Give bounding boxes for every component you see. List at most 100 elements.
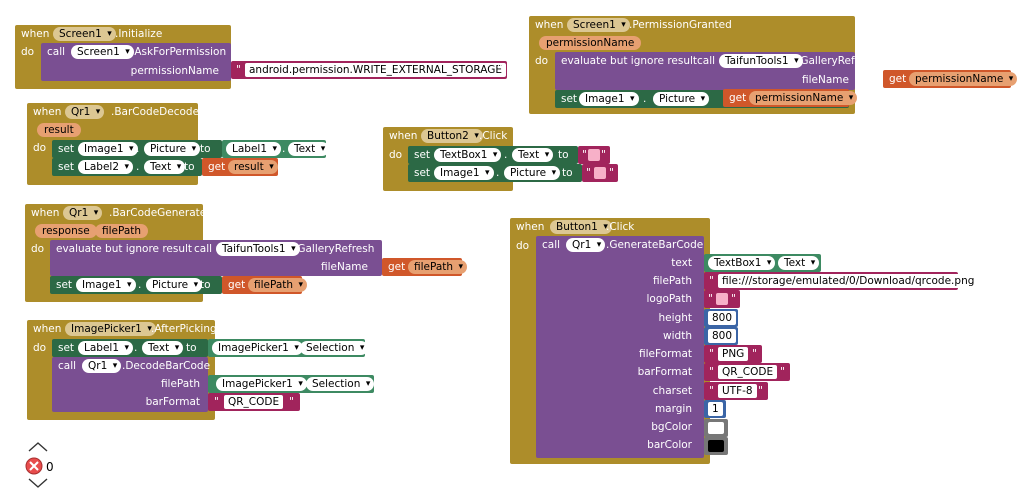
set-text-block[interactable]: set Label1 . Text to — [52, 339, 208, 357]
get-filepath-block[interactable]: get filePath — [222, 276, 308, 294]
event-name: .Click — [479, 130, 508, 142]
set-text-block[interactable]: set Label2 . Text to — [52, 158, 202, 176]
screen-initialize-event-block[interactable]: when Screen1 .Initialize do call Screen1… — [15, 25, 231, 89]
property-dropdown[interactable]: Selection — [300, 341, 369, 355]
label1-text-getter-block[interactable]: Label1 . Text — [222, 140, 330, 158]
number-value[interactable]: 1 — [708, 402, 723, 416]
component-dropdown[interactable]: Qr1 — [82, 359, 122, 373]
component-dropdown[interactable]: Qr1 — [65, 105, 105, 119]
property-dropdown[interactable]: Text — [288, 142, 330, 156]
component-dropdown[interactable]: Screen1 — [71, 45, 134, 59]
parameter-pill[interactable]: result — [37, 123, 81, 137]
generate-barcode-call-block[interactable]: call Qr1 .GenerateBarCode text filePath … — [536, 236, 704, 458]
image-picker-selection-getter-block[interactable]: ImagePicker1 . Selection — [208, 375, 375, 393]
bg-color-block[interactable] — [704, 419, 728, 437]
qr-code-string-block[interactable]: " QR_CODE " — [208, 393, 300, 411]
parameter-pill[interactable]: filePath — [95, 224, 149, 238]
component-dropdown[interactable]: ImagePicker1 — [212, 341, 303, 355]
property-dropdown[interactable]: Picture — [504, 166, 561, 180]
component-dropdown[interactable]: ImagePicker1 — [65, 322, 156, 336]
component-dropdown[interactable]: TaifunTools1 — [719, 54, 803, 68]
next-warning-icon[interactable] — [27, 477, 49, 489]
component-dropdown[interactable]: Button2 — [421, 129, 483, 143]
component-dropdown[interactable]: Label2 — [78, 160, 134, 174]
property-dropdown[interactable]: Picture — [144, 142, 201, 156]
empty-string-value[interactable] — [594, 167, 606, 179]
component-dropdown[interactable]: Screen1 — [567, 18, 630, 32]
set-picture-block[interactable]: set Image1 . Picture to — [50, 276, 222, 294]
number-value[interactable]: 800 — [708, 311, 737, 325]
get-permission-name-block[interactable]: get permissionName — [723, 89, 858, 107]
gallery-refresh-call-block[interactable]: evaluate but ignore result call TaifunTo… — [555, 52, 877, 90]
ask-permission-call-block[interactable]: call Screen1 .AskForPermission permissio… — [41, 43, 231, 81]
parameter-pill[interactable]: permissionName — [539, 36, 642, 50]
empty-string-block[interactable]: " " — [582, 164, 618, 182]
width-number-block[interactable]: 800 — [704, 327, 738, 345]
component-dropdown[interactable]: Screen1 — [53, 27, 116, 41]
event-name: .Initialize — [115, 28, 163, 40]
variable-dropdown[interactable]: result — [228, 160, 278, 174]
property-dropdown[interactable]: Picture — [146, 278, 203, 292]
get-permission-name-block[interactable]: get permissionName — [883, 70, 1018, 88]
property-dropdown[interactable]: Selection — [306, 377, 375, 391]
property-dropdown[interactable]: Text — [144, 160, 186, 174]
set-picture-block[interactable]: set Image1 . Picture to — [408, 164, 582, 182]
component-dropdown[interactable]: Image1 — [78, 142, 138, 156]
set-text-block[interactable]: set TextBox1 . Text to — [408, 146, 578, 164]
color-swatch[interactable] — [708, 440, 724, 452]
variable-dropdown[interactable]: filePath — [408, 260, 468, 274]
empty-string-value[interactable] — [716, 293, 728, 305]
string-value[interactable]: PNG — [718, 347, 749, 361]
param-label: barFormat — [145, 396, 200, 408]
string-value[interactable]: file:///storage/emulated/0/Download/qrco… — [718, 274, 979, 288]
method-name: .GalleryRefresh — [797, 55, 878, 67]
variable-dropdown[interactable]: permissionName — [909, 72, 1018, 86]
string-value[interactable]: QR_CODE — [718, 365, 778, 379]
margin-number-block[interactable]: 1 — [704, 400, 726, 418]
component-dropdown[interactable]: ImagePicker1 — [216, 377, 307, 391]
height-number-block[interactable]: 800 — [704, 309, 738, 327]
component-dropdown[interactable]: Button1 — [550, 220, 612, 234]
filepath-string-block[interactable]: " file:///storage/emulated/0/Download/qr… — [704, 272, 979, 290]
previous-warning-icon[interactable] — [27, 441, 49, 453]
property-dropdown[interactable]: Text — [512, 148, 554, 162]
component-dropdown[interactable]: TextBox1 — [434, 148, 502, 162]
parameter-pill[interactable]: response — [35, 224, 97, 238]
permission-granted-event-block[interactable]: when Screen1 .PermissionGranted permissi… — [529, 16, 877, 114]
logopath-empty-string-block[interactable]: " " — [704, 290, 740, 308]
color-swatch[interactable] — [708, 422, 724, 434]
string-value[interactable]: QR_CODE — [224, 395, 284, 409]
component-dropdown[interactable]: Image1 — [434, 166, 494, 180]
image-picker-selection-getter-block[interactable]: ImagePicker1 . Selection — [208, 339, 369, 357]
string-value[interactable]: UTF-8 — [718, 384, 757, 398]
empty-string-value[interactable] — [588, 149, 600, 161]
component-dropdown[interactable]: Image1 — [76, 278, 136, 292]
bar-format-string-block[interactable]: " QR_CODE " — [704, 363, 790, 381]
decode-barcode-call-block[interactable]: call Qr1 .DecodeBarCode filePath barForm… — [52, 357, 210, 412]
bar-color-block[interactable] — [704, 437, 728, 455]
do-keyword: do — [21, 46, 35, 58]
component-dropdown[interactable]: Label1 — [78, 341, 134, 355]
property-dropdown[interactable]: Picture — [653, 92, 710, 106]
component-dropdown[interactable]: Image1 — [579, 92, 639, 106]
charset-string-block[interactable]: " UTF-8 " — [704, 382, 768, 400]
property-dropdown[interactable]: Text — [778, 256, 820, 270]
component-dropdown[interactable]: Label1 — [226, 142, 282, 156]
file-format-string-block[interactable]: " PNG " — [704, 345, 762, 363]
get-filepath-block[interactable]: get filePath — [382, 258, 468, 276]
gallery-refresh-call-block[interactable]: evaluate but ignore result call TaifunTo… — [50, 240, 382, 276]
number-value[interactable]: 800 — [708, 329, 737, 343]
string-value[interactable]: android.permission.WRITE_EXTERNAL_STORAG… — [245, 63, 507, 77]
permission-string-block[interactable]: " android.permission.WRITE_EXTERNAL_STOR… — [231, 61, 507, 79]
get-result-block[interactable]: get result — [202, 158, 278, 176]
component-dropdown[interactable]: Qr1 — [63, 206, 103, 220]
set-picture-block[interactable]: set Image1 . Picture to — [52, 140, 222, 158]
component-dropdown[interactable]: TaifunTools1 — [216, 242, 300, 256]
property-dropdown[interactable]: Text — [142, 341, 184, 355]
component-dropdown[interactable]: TextBox1 — [708, 256, 776, 270]
textbox1-text-getter-block[interactable]: TextBox1 . Text — [704, 254, 821, 272]
component-dropdown[interactable]: Qr1 — [566, 238, 606, 252]
empty-string-block[interactable]: " " — [578, 146, 610, 164]
variable-dropdown[interactable]: permissionName — [749, 91, 858, 105]
variable-dropdown[interactable]: filePath — [248, 278, 308, 292]
